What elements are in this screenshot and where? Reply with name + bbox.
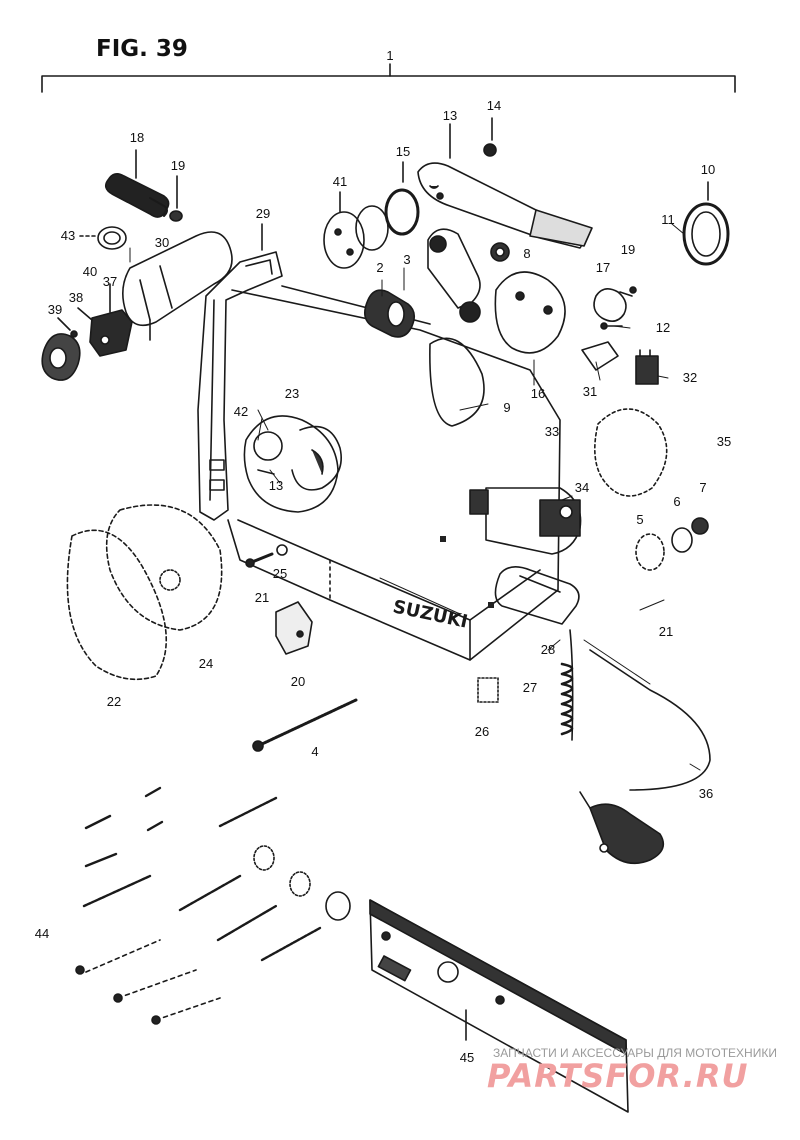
- part-9-cam: [427, 228, 485, 427]
- callout-37: 37: [102, 274, 118, 289]
- callout-5: 5: [636, 512, 644, 527]
- part-28-relay: [494, 566, 580, 625]
- callout-21-right: 21: [658, 624, 674, 639]
- callout-34: 34: [574, 480, 590, 495]
- callout-11: 11: [661, 212, 675, 227]
- part-15-ring: [384, 161, 420, 236]
- part-17-stopper: [593, 286, 637, 322]
- callout-20: 20: [290, 674, 306, 689]
- part-20-bracket: [275, 601, 313, 655]
- part-18-knob: [104, 149, 170, 218]
- callout-6: 6: [673, 494, 681, 509]
- callout-17: 17: [595, 260, 611, 275]
- part-26-block: [477, 677, 499, 703]
- figure-title: FIG. 39: [96, 36, 188, 62]
- callout-30: 30: [154, 235, 170, 250]
- remote-control-housing: SUZUKI: [227, 285, 561, 661]
- watermark-logo-ru: .RU: [682, 1057, 749, 1095]
- part-36-cable: [560, 629, 711, 865]
- part-32-switch: [635, 349, 659, 385]
- assembly-bracket: [41, 63, 736, 93]
- callout-31: 31: [582, 384, 598, 399]
- callout-41: 41: [332, 174, 348, 189]
- part-44-hardware: [75, 786, 351, 1025]
- part-31-lever: [581, 341, 619, 371]
- callout-12: 12: [655, 320, 671, 335]
- watermark-logo: PARTSFOR.RU: [487, 1057, 748, 1095]
- callout-40: 40: [82, 264, 98, 279]
- part-4-bolt: [252, 698, 358, 752]
- callout-43: 43: [60, 228, 76, 243]
- callout-35: 35: [716, 434, 732, 449]
- callout-44: 44: [34, 926, 50, 941]
- callout-15: 15: [395, 144, 411, 159]
- callout-13-mid: 13: [268, 478, 284, 493]
- part-24-cover: [66, 504, 223, 681]
- callout-28: 28: [540, 642, 556, 657]
- callout-19-right: 19: [620, 242, 636, 257]
- callout-4: 4: [311, 744, 319, 759]
- callout-23: 23: [284, 386, 300, 401]
- part-12-screw: [600, 322, 623, 330]
- part-19-washer: [169, 175, 183, 222]
- watermark-tagline: ЗАПЧАСТИ И АКСЕССУАРЫ ДЛЯ МОТОТЕХНИКИ: [493, 1046, 777, 1060]
- callout-21-left: 21: [254, 590, 270, 605]
- callout-33: 33: [544, 424, 560, 439]
- callout-7: 7: [699, 480, 707, 495]
- part-23-gear: [243, 415, 342, 513]
- callout-10: 10: [700, 162, 716, 177]
- parts-37-40-switch: [41, 283, 133, 381]
- callout-1: 1: [386, 48, 394, 63]
- callout-27: 27: [522, 680, 538, 695]
- callout-9: 9: [503, 400, 511, 415]
- callout-29: 29: [255, 206, 271, 221]
- housing-brand-text: SUZUKI: [391, 596, 470, 632]
- part-29-tiller-arm: [197, 223, 283, 521]
- callout-18: 18: [129, 130, 145, 145]
- part-30-grip: [122, 231, 233, 341]
- part-27-spring: [560, 662, 574, 736]
- callout-38: 38: [68, 290, 84, 305]
- part-14-screw: [483, 117, 497, 157]
- part-34-motor: [469, 487, 582, 555]
- callout-36: 36: [698, 786, 714, 801]
- callout-22: 22: [106, 694, 122, 709]
- callout-42: 42: [233, 404, 249, 419]
- part-10-cover: [682, 181, 730, 266]
- part-8-nut: [490, 242, 510, 262]
- part-5-6-7-parts: [635, 517, 709, 571]
- callout-25: 25: [272, 566, 288, 581]
- callout-13-top: 13: [442, 108, 458, 123]
- callout-39: 39: [47, 302, 63, 317]
- callout-16: 16: [530, 386, 546, 401]
- part-41-disk: [323, 191, 365, 269]
- part-2-ring: [355, 205, 389, 251]
- callout-8: 8: [523, 246, 531, 261]
- callout-26: 26: [474, 724, 490, 739]
- part-16-segment: [494, 271, 566, 354]
- callout-19-left: 19: [170, 158, 186, 173]
- watermark-logo-for: FOR: [605, 1057, 683, 1095]
- watermark-logo-parts: PARTS: [487, 1057, 606, 1095]
- part-35-cover: [594, 408, 668, 497]
- callout-3: 3: [403, 252, 411, 267]
- part-43-ring: [79, 226, 127, 250]
- housing-brand-label: SUZUKI: [391, 596, 470, 632]
- callout-14: 14: [486, 98, 502, 113]
- callout-45: 45: [459, 1050, 475, 1065]
- callout-32: 32: [682, 370, 698, 385]
- leader-lines: [129, 223, 701, 771]
- callout-24: 24: [198, 656, 214, 671]
- part-13-lever: [417, 123, 593, 249]
- callout-2: 2: [376, 260, 384, 275]
- part-45-plate: [369, 899, 629, 1113]
- part-25-bolt: [245, 544, 288, 568]
- part-3-bushing: [364, 289, 416, 338]
